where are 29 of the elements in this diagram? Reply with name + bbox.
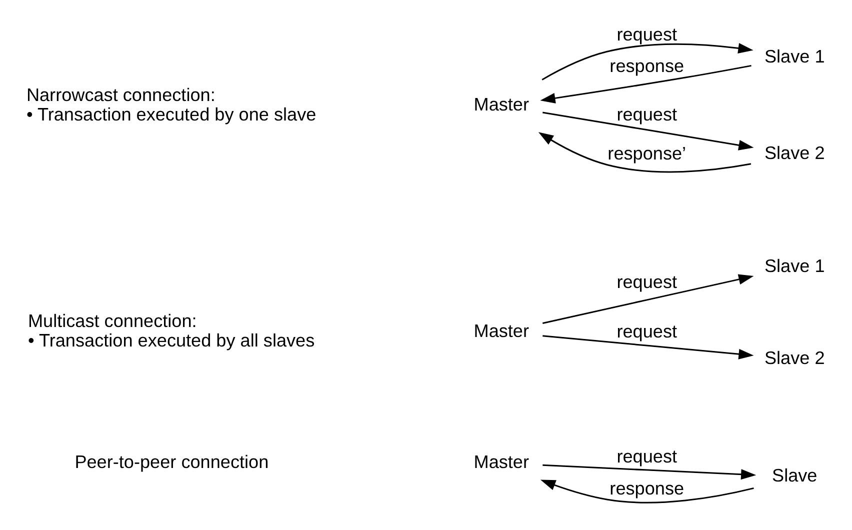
- node-text: Slave: [772, 466, 818, 486]
- edge-label: request: [616, 446, 678, 467]
- edge-label: request: [616, 272, 678, 292]
- label: Narrowcast connection:: [26, 84, 216, 105]
- arrow: [542, 112, 754, 150]
- edge-label: request: [616, 24, 678, 45]
- label: Peer-to-peer connection: [74, 452, 269, 472]
- arrow: [540, 480, 754, 504]
- node-text: Master: [474, 320, 530, 341]
- node-text: Master: [474, 94, 530, 115]
- label: • Transaction executed by all slaves: [28, 330, 315, 351]
- arrow: [542, 42, 754, 80]
- node-text: Slave 1: [764, 46, 825, 66]
- edge-label: request: [616, 322, 678, 342]
- arrow: [540, 64, 752, 104]
- edge-label: response: [610, 478, 684, 498]
- arrow: [538, 132, 752, 173]
- node-text: Slave 1: [764, 256, 825, 276]
- arrow: [542, 274, 754, 324]
- node-text: Master: [474, 452, 530, 472]
- edge-label: response: [610, 56, 684, 76]
- edge-label: response’: [608, 144, 686, 164]
- arrow: [542, 464, 756, 480]
- label: • Transaction executed by one slave: [26, 104, 316, 124]
- node-text: Slave 2: [764, 142, 825, 163]
- label: Multicast connection:: [28, 310, 197, 331]
- edge-label: request: [616, 104, 678, 124]
- node-text: Slave 2: [764, 348, 825, 368]
- arrow: [542, 335, 754, 360]
